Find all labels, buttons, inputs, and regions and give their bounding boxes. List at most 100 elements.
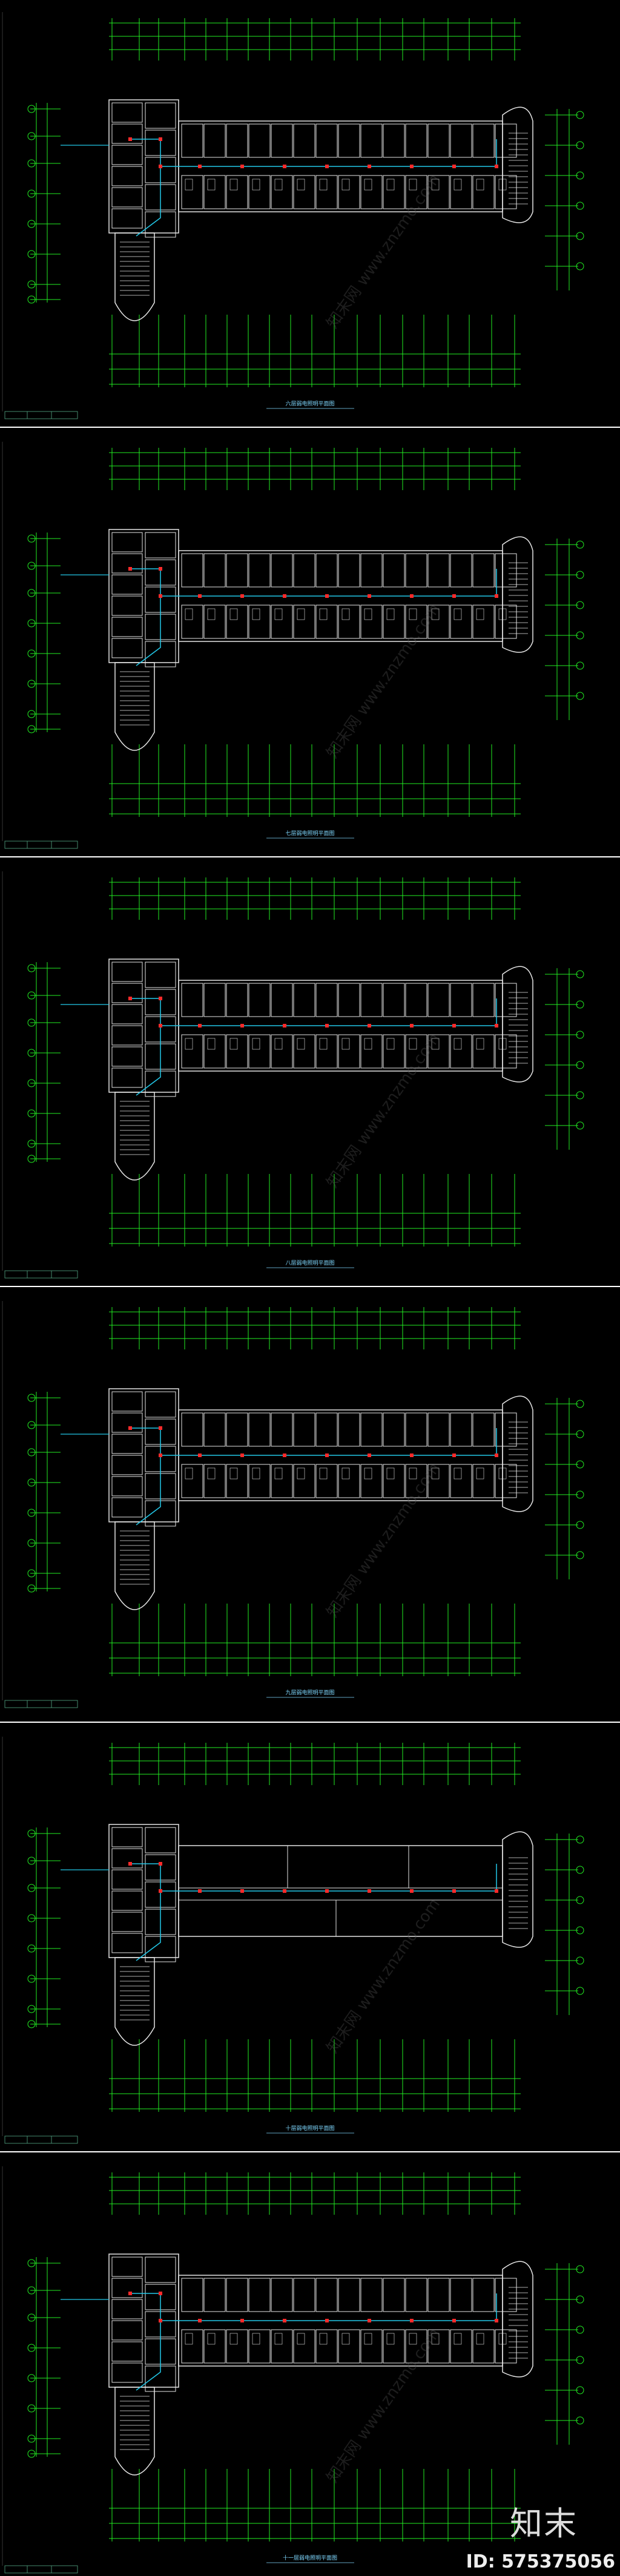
guest-room [226,553,248,588]
outlet-symbol [159,2319,162,2322]
bathroom [207,2333,216,2345]
guest-room [203,553,226,588]
service-room [111,1391,143,1412]
guest-room [315,2329,338,2364]
service-room [145,102,176,129]
axis-bubble [576,1031,584,1039]
axis-bubble [576,661,584,670]
axis-bubble [27,1018,36,1027]
guest-room [203,1464,226,1498]
outlet-symbol [240,594,244,598]
bathroom [252,2333,260,2345]
guest-room [450,1464,472,1498]
axis-bubble [27,2434,36,2443]
axis-bubble [27,189,36,198]
bathroom [185,1038,193,1050]
outlet-symbol [240,2319,244,2322]
guest-room [181,1464,203,1498]
guest-room [315,175,338,209]
outlet-symbol [283,1454,286,1457]
guest-room [315,983,338,1017]
axis-bubble [27,710,36,718]
axis-bubble [27,1884,36,1892]
service-room [145,962,176,988]
axis-bubble [576,1490,584,1499]
bathroom [274,1467,283,1480]
guest-room [181,123,203,158]
guest-room [495,175,517,209]
stair-tower [114,1957,155,2046]
axis-bubble [576,601,584,609]
hall-room [408,1845,503,1889]
stair-tower [114,1092,155,1181]
guest-room [181,983,203,1017]
service-room [111,595,143,616]
outlet-symbol [495,594,498,598]
guest-room [360,1464,383,1498]
title-block [4,2135,78,2144]
bathroom [364,1467,372,1480]
guest-room [315,1412,338,1447]
guest-room [383,553,405,588]
bathroom [207,608,216,620]
outlet-symbol [325,594,329,598]
axis-bubble [27,1914,36,1922]
axis-bubble [27,159,36,168]
axis-bubble [27,250,36,258]
outlet-symbol [198,1454,202,1457]
right-tower [502,1831,533,1948]
axis-bubble [576,232,584,240]
bathroom [453,1467,462,1480]
axis-bubble [27,2374,36,2382]
title-block [4,1270,78,1279]
bathroom [252,179,260,191]
guest-room [472,553,495,588]
bathroom [431,1038,440,1050]
guest-room [271,2278,293,2312]
guest-room [450,553,472,588]
guest-room [181,175,203,209]
guest-room [472,1034,495,1069]
outlet-symbol [128,1862,132,1866]
outlet-symbol [128,137,132,141]
outlet-symbol [159,165,162,168]
wire-run [130,1427,497,1456]
bathroom [319,608,328,620]
service-room [111,1497,143,1518]
guest-room [203,175,226,209]
bathroom [364,179,372,191]
stair-tower [114,1521,155,1610]
service-room [111,983,143,1003]
guest-room [271,123,293,158]
bathroom [297,1038,305,1050]
guest-room [293,1464,315,1498]
bathroom [229,608,238,620]
service-room [111,1025,143,1046]
outlet-symbol [325,2319,329,2322]
bathroom [386,1038,395,1050]
service-room [111,145,143,165]
title-block-cell [4,1270,78,1279]
bathroom [229,2333,238,2345]
axis-bubble [576,631,584,640]
axis-bubble [27,1478,36,1487]
guest-room [472,605,495,639]
guest-room [360,983,383,1017]
guest-room [338,1034,360,1069]
service-room [111,1933,143,1953]
service-room [111,553,143,574]
service-room [111,1827,143,1847]
axis-bubble [27,1975,36,1983]
bathroom [498,1038,507,1050]
axis-bubble [27,2404,36,2413]
guest-room [315,2278,338,2312]
bathroom [476,608,484,620]
axis-bubble [27,1109,36,1118]
service-room [111,638,143,658]
wire-run [130,1863,497,1892]
title-block-cell [4,2565,78,2574]
outlet-symbol [198,1889,202,1893]
axis-bubble [27,1539,36,1547]
service-room [111,2320,143,2341]
